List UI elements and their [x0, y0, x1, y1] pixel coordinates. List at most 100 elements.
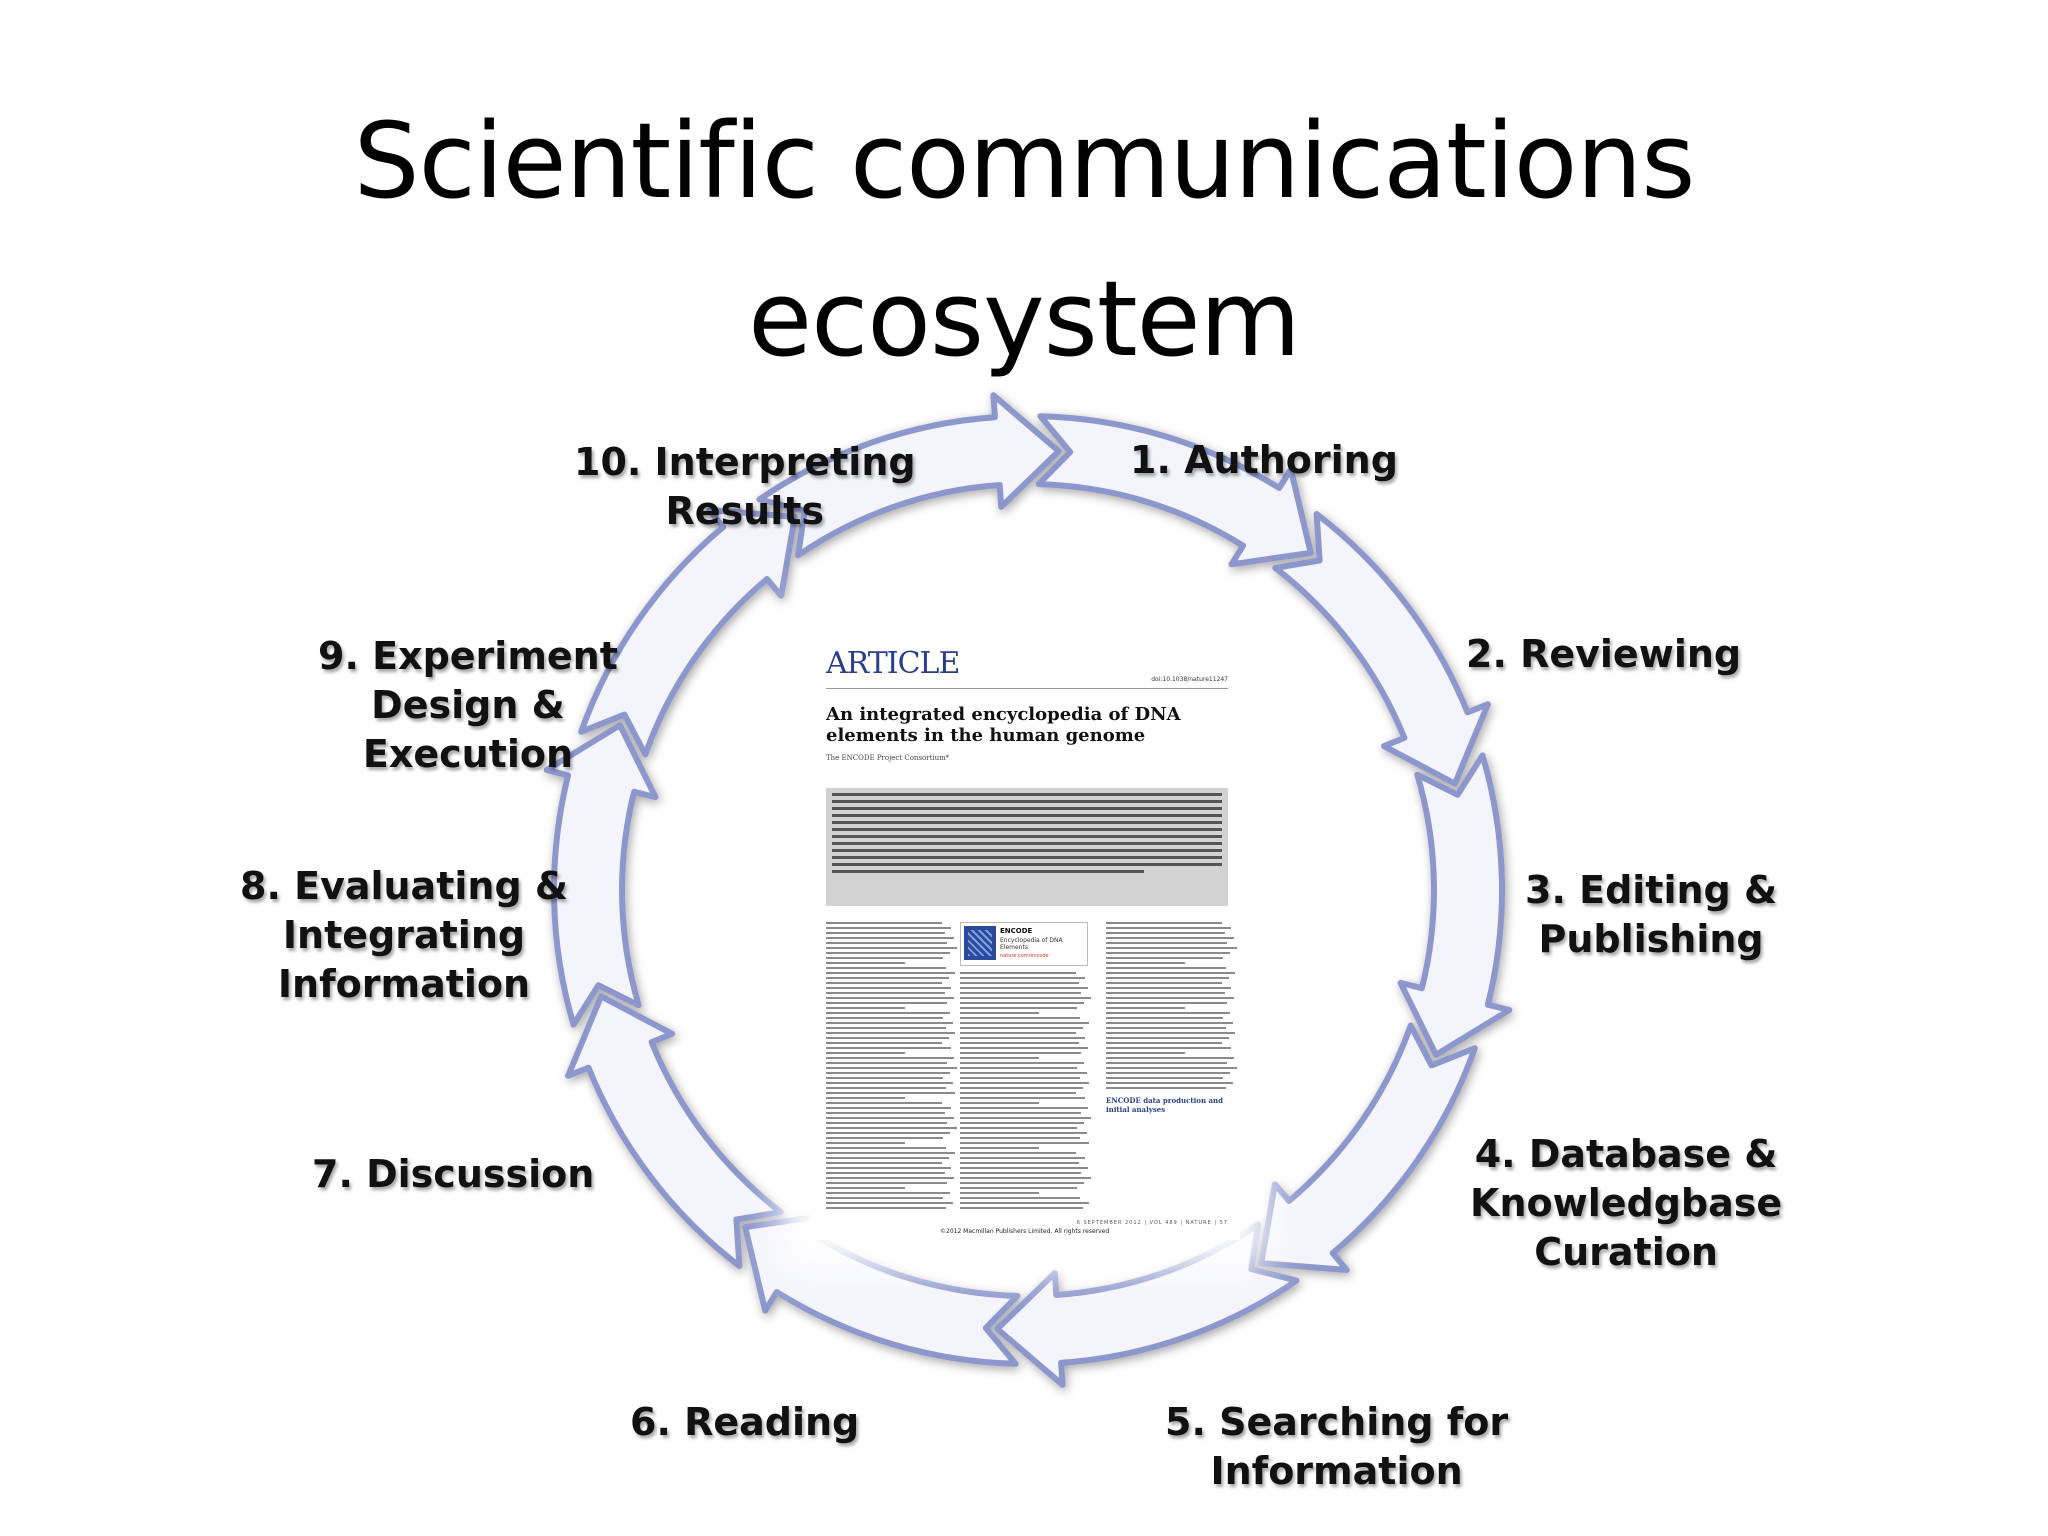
text-line: [826, 1107, 952, 1109]
text-line: [1106, 1067, 1237, 1069]
article-thumbnail: ARTICLE doi:10.1038/nature11247 An integ…: [810, 640, 1240, 1240]
text-line: [826, 942, 948, 944]
stage-authoring: 1. Authoring: [1130, 436, 1398, 485]
text-line: [826, 932, 945, 934]
stage-label: 4. Database &: [1474, 1132, 1778, 1176]
text-line: [1106, 922, 1223, 924]
text-line: [960, 1132, 1087, 1134]
text-line: [826, 1077, 944, 1079]
arrow-experiment: [578, 507, 798, 758]
text-line: [1106, 1077, 1224, 1079]
text-line: [960, 982, 1079, 984]
text-line: [826, 972, 956, 974]
text-line: [826, 1187, 906, 1189]
text-line: [960, 1002, 1085, 1004]
text-line: [960, 1172, 1082, 1174]
text-line: [1106, 947, 1237, 949]
article-column-1: [826, 922, 958, 1212]
stage-interpreting: 10. Interpreting Results: [574, 438, 916, 536]
text-line: [960, 1142, 1090, 1144]
text-line: [960, 1162, 1079, 1164]
text-line: [960, 1047, 1089, 1049]
text-line: [826, 1092, 956, 1094]
stage-label: 7. Discussion: [312, 1152, 595, 1196]
stage-discussion: 7. Discussion: [312, 1150, 594, 1199]
text-line: [1106, 1012, 1231, 1014]
text-line: [826, 1147, 947, 1149]
article-authors: The ENCODE Project Consortium*: [826, 754, 950, 762]
stage-label: Information: [277, 962, 531, 1006]
text-line: [826, 1122, 948, 1124]
text-line: [960, 1007, 1078, 1009]
article-title: An integrated encyclopedia of DNA elemen…: [826, 704, 1226, 746]
text-line: [1106, 1087, 1227, 1089]
stage-label: 2. Reviewing: [1466, 632, 1742, 676]
text-line: [1106, 992, 1225, 994]
text-line: [826, 1127, 957, 1129]
arrow-discussion: [565, 993, 784, 1269]
text-line: [1106, 967, 1227, 969]
text-line: [1106, 1032, 1236, 1034]
text-line: [826, 1192, 951, 1194]
text-line: [826, 1152, 956, 1154]
text-line: [826, 1017, 944, 1019]
text-line: [960, 1122, 1085, 1124]
text-line: [960, 1177, 1091, 1179]
text-line: [960, 1082, 1090, 1084]
text-line: [826, 1102, 943, 1104]
text-line: [960, 1022, 1090, 1024]
text-line: [960, 1197, 1081, 1199]
text-line: [826, 987, 952, 989]
text-line: [826, 1072, 951, 1074]
text-line: [960, 1062, 1085, 1064]
stage-reviewing: 2. Reviewing: [1466, 630, 1741, 679]
text-line: [960, 977, 1086, 979]
stage-experiment: 9. Experiment Design & Execution: [318, 632, 618, 779]
text-line: [826, 992, 945, 994]
encode-subtitle: Encyclopedia of DNA Elements: [1000, 937, 1063, 951]
text-line: [826, 1177, 955, 1179]
arrow-searching: [994, 1221, 1300, 1388]
text-line: [826, 1067, 957, 1069]
text-line: [1106, 1072, 1231, 1074]
text-line: [826, 1172, 945, 1174]
text-line: [826, 1007, 906, 1009]
text-line: [826, 1022, 953, 1024]
text-line: [1106, 1037, 1229, 1039]
text-line: [826, 1112, 945, 1114]
text-line: [826, 1042, 943, 1044]
text-line: [826, 1197, 944, 1199]
title-line-2: ecosystem: [748, 258, 1301, 380]
stage-searching: 5. Searching for Information: [1165, 1398, 1508, 1496]
text-line: [1106, 1047, 1232, 1049]
text-line: [960, 992, 1082, 994]
text-line: [960, 1097, 1086, 1099]
stage-database-curation: 4. Database & Knowledgbase Curation: [1470, 1130, 1782, 1277]
stage-label: Curation: [1534, 1230, 1718, 1274]
text-line: [1106, 952, 1231, 954]
stage-evaluating: 8. Evaluating & Integrating Information: [240, 862, 568, 1009]
text-line: [1106, 1057, 1235, 1059]
text-line: [1106, 1062, 1228, 1064]
text-line: [960, 1057, 1040, 1059]
text-line: [960, 1187, 1078, 1189]
title-line-1: Scientific communications: [353, 100, 1696, 222]
text-line: [1106, 972, 1236, 974]
encode-logo: [964, 926, 996, 960]
text-line: [1106, 927, 1232, 929]
stage-label: 3. Editing &: [1525, 868, 1778, 912]
text-line: [826, 1087, 947, 1089]
text-line: [826, 1162, 943, 1164]
article-copyright: ©2012 Macmillan Publishers Limited. All …: [940, 1228, 1110, 1235]
text-line: [960, 1147, 1040, 1149]
text-line: [826, 1047, 952, 1049]
stage-editing-publishing: 3. Editing & Publishing: [1525, 866, 1777, 964]
stage-label: Execution: [362, 732, 574, 776]
text-line: [826, 1132, 951, 1134]
text-line: [960, 1152, 1077, 1154]
text-line: [826, 1062, 948, 1064]
text-line: [1106, 987, 1232, 989]
text-line: [826, 1052, 906, 1054]
article-subhead: ENCODE data production and initial analy…: [1106, 1096, 1223, 1114]
